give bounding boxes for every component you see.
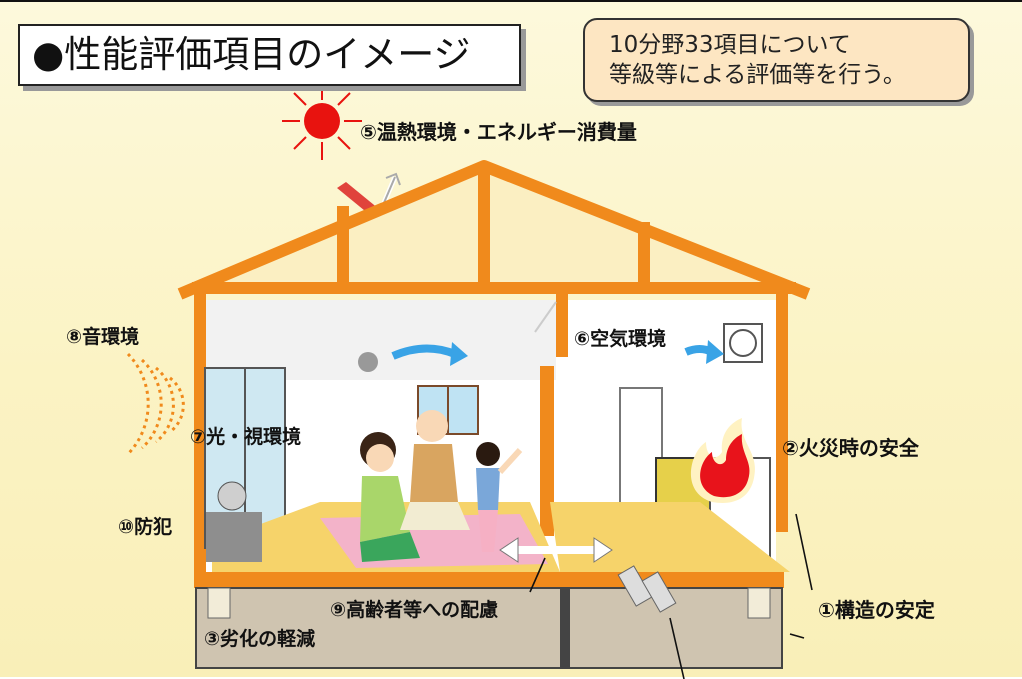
foundation [195, 587, 783, 669]
sun-icon [282, 82, 362, 160]
double-arrow-icon [499, 537, 613, 563]
summary-note: 10分野33項目について 等級等による評価等を行う。 [583, 18, 970, 102]
intruder-figure [206, 481, 262, 562]
label-light: ⑦光・視環境 [190, 426, 302, 448]
summary-line-2: 等級等による評価等を行う。 [609, 62, 906, 88]
label-crime: ⑩防犯 [118, 516, 173, 538]
airflow-arrow-icon [391, 344, 457, 360]
summary-line-1: 10分野33項目について [609, 32, 851, 58]
label-air: ⑥空気環境 [574, 328, 667, 350]
page-title: ●性能評価項目のイメージ [18, 24, 521, 86]
kitchen-floor [550, 502, 790, 572]
label-elderly: ⑨高齢者等への配慮 [330, 599, 499, 621]
attic-area [192, 162, 790, 286]
house-frame [177, 160, 811, 572]
family-illustration [360, 410, 523, 562]
label-thermal: ⑤温熱環境・エネルギー消費量 [360, 120, 637, 144]
vent-icon [358, 352, 378, 372]
fire-icon [690, 418, 756, 503]
pipe-icon [617, 565, 677, 613]
pointer-arrows [529, 513, 813, 679]
floor-slab [194, 572, 784, 588]
label-fire: ②火災時の安全 [782, 436, 919, 460]
sound-wave-icon [126, 352, 185, 456]
label-deterioration: ③劣化の軽減 [204, 628, 316, 650]
label-sound: ⑧音環境 [66, 326, 140, 348]
label-structure: ①構造の安定 [818, 598, 935, 622]
